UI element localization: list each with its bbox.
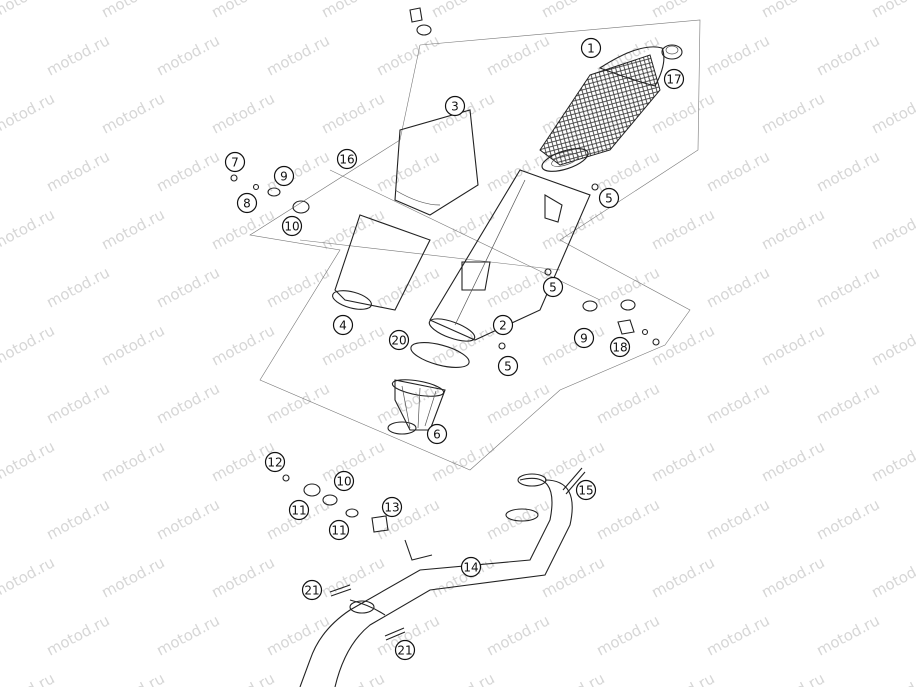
callout-label: 11	[331, 524, 346, 538]
callout-label: 16	[339, 153, 354, 167]
callout-9: 9	[273, 165, 295, 187]
callout-label: 8	[243, 197, 251, 211]
callout-label: 4	[339, 319, 347, 333]
part-header-pipe	[299, 473, 573, 687]
callout-circle	[273, 165, 295, 187]
callout-label: 21	[397, 644, 412, 658]
callout-circle	[492, 314, 514, 336]
callout-2: 2	[492, 314, 514, 336]
callout-7: 7	[224, 151, 246, 173]
callout-circle	[328, 519, 350, 541]
part-springs	[329, 467, 586, 641]
callout-label: 5	[504, 360, 512, 374]
callout-circle	[236, 192, 258, 214]
callout-label: 7	[231, 156, 239, 170]
callout-11: 11	[328, 519, 350, 541]
callout-circle	[388, 329, 410, 351]
callout-circle	[288, 499, 310, 521]
callout-circle	[444, 95, 466, 117]
callout-circle	[381, 496, 403, 518]
callout-label: 21	[304, 584, 319, 598]
callout-5: 5	[598, 187, 620, 209]
callout-circle	[497, 355, 519, 377]
callout-label: 12	[267, 456, 282, 470]
callout-label: 17	[666, 73, 681, 87]
callout-10: 10	[281, 215, 303, 237]
callout-3: 3	[444, 95, 466, 117]
callout-label: 5	[549, 281, 557, 295]
callout-6: 6	[426, 423, 448, 445]
callout-circle	[336, 148, 358, 170]
callout-label: 11	[291, 504, 306, 518]
callout-label: 9	[580, 332, 588, 346]
part-inlet-cone	[387, 379, 446, 435]
callout-label: 5	[605, 192, 613, 206]
callout-label: 13	[384, 501, 399, 515]
callout-circle	[224, 151, 246, 173]
callout-11: 11	[288, 499, 310, 521]
callout-5: 5	[497, 355, 519, 377]
callout-label: 9	[280, 170, 288, 184]
callout-label: 10	[284, 220, 299, 234]
callout-1: 1	[580, 37, 602, 59]
callout-14: 14	[460, 556, 482, 578]
callout-circle	[609, 336, 631, 358]
callout-markers: 1 17 3 16 7 9 8 10 5 5 4 2 20 5 9 18 6 12 10 11 11 13 15 14 21 21	[224, 37, 685, 661]
callout-circle	[575, 479, 597, 501]
callout-10: 10	[333, 470, 355, 492]
callout-18: 18	[609, 336, 631, 358]
callout-circle	[301, 579, 323, 601]
callout-circle	[580, 37, 602, 59]
callout-5: 5	[542, 276, 564, 298]
part-hardware	[230, 7, 660, 533]
callout-label: 3	[451, 100, 459, 114]
callout-circle	[281, 215, 303, 237]
part-silencer-sleeve-panel	[394, 109, 479, 216]
callout-circle	[394, 639, 416, 661]
part-end-cap-mesh-sleeve	[539, 46, 665, 172]
callout-20: 20	[388, 329, 410, 351]
callout-16: 16	[336, 148, 358, 170]
callout-circle	[426, 423, 448, 445]
callout-label: 18	[612, 341, 627, 355]
callout-21: 21	[301, 579, 323, 601]
callout-label: 6	[433, 428, 441, 442]
callout-15: 15	[575, 479, 597, 501]
callout-circle	[573, 327, 595, 349]
callout-4: 4	[332, 314, 354, 336]
callout-circle	[333, 470, 355, 492]
part-plug	[661, 44, 683, 60]
callout-17: 17	[663, 68, 685, 90]
callout-label: 1	[587, 42, 595, 56]
callout-9: 9	[573, 327, 595, 349]
callout-label: 10	[336, 475, 351, 489]
callout-21: 21	[394, 639, 416, 661]
callout-label: 14	[463, 561, 478, 575]
callout-circle	[460, 556, 482, 578]
callout-8: 8	[236, 192, 258, 214]
callout-13: 13	[381, 496, 403, 518]
callout-circle	[598, 187, 620, 209]
part-gasket-ring	[410, 342, 470, 368]
callout-label: 2	[499, 319, 507, 333]
callout-circle	[663, 68, 685, 90]
callout-12: 12	[264, 451, 286, 473]
callout-circle	[542, 276, 564, 298]
callout-circle	[264, 451, 286, 473]
callout-label: 15	[578, 484, 593, 498]
callout-label: 20	[391, 334, 406, 348]
part-silencer-shell	[332, 214, 431, 311]
callout-circle	[332, 314, 354, 336]
